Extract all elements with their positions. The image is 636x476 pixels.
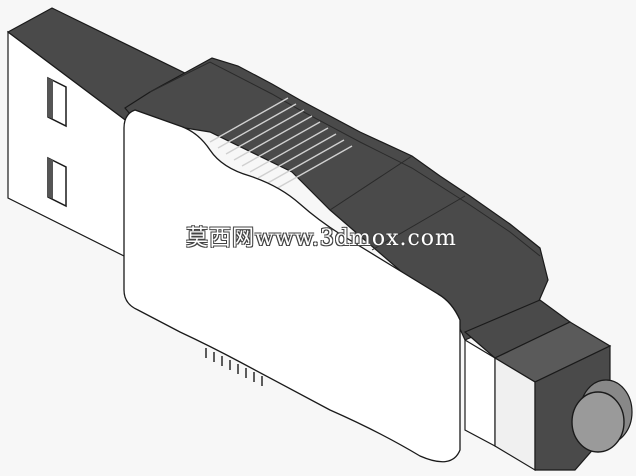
usb-slot-upper-shade bbox=[48, 78, 53, 119]
housing-side-face bbox=[123, 109, 461, 463]
watermark-text: 莫西网www.3dmox.com bbox=[186, 226, 457, 251]
housing-ridge-line-2 bbox=[329, 155, 413, 211]
housing-ridge-line-1 bbox=[149, 61, 541, 257]
usb-slot-lower-shade bbox=[48, 158, 53, 199]
grip-ribs-bottom bbox=[205, 348, 263, 386]
tip-front-face bbox=[464, 338, 496, 447]
housing-top-face bbox=[124, 57, 549, 341]
tip-round-end-face bbox=[571, 391, 625, 453]
grip-ribs-top bbox=[209, 97, 353, 191]
housing-ridge-line-3 bbox=[371, 195, 466, 251]
